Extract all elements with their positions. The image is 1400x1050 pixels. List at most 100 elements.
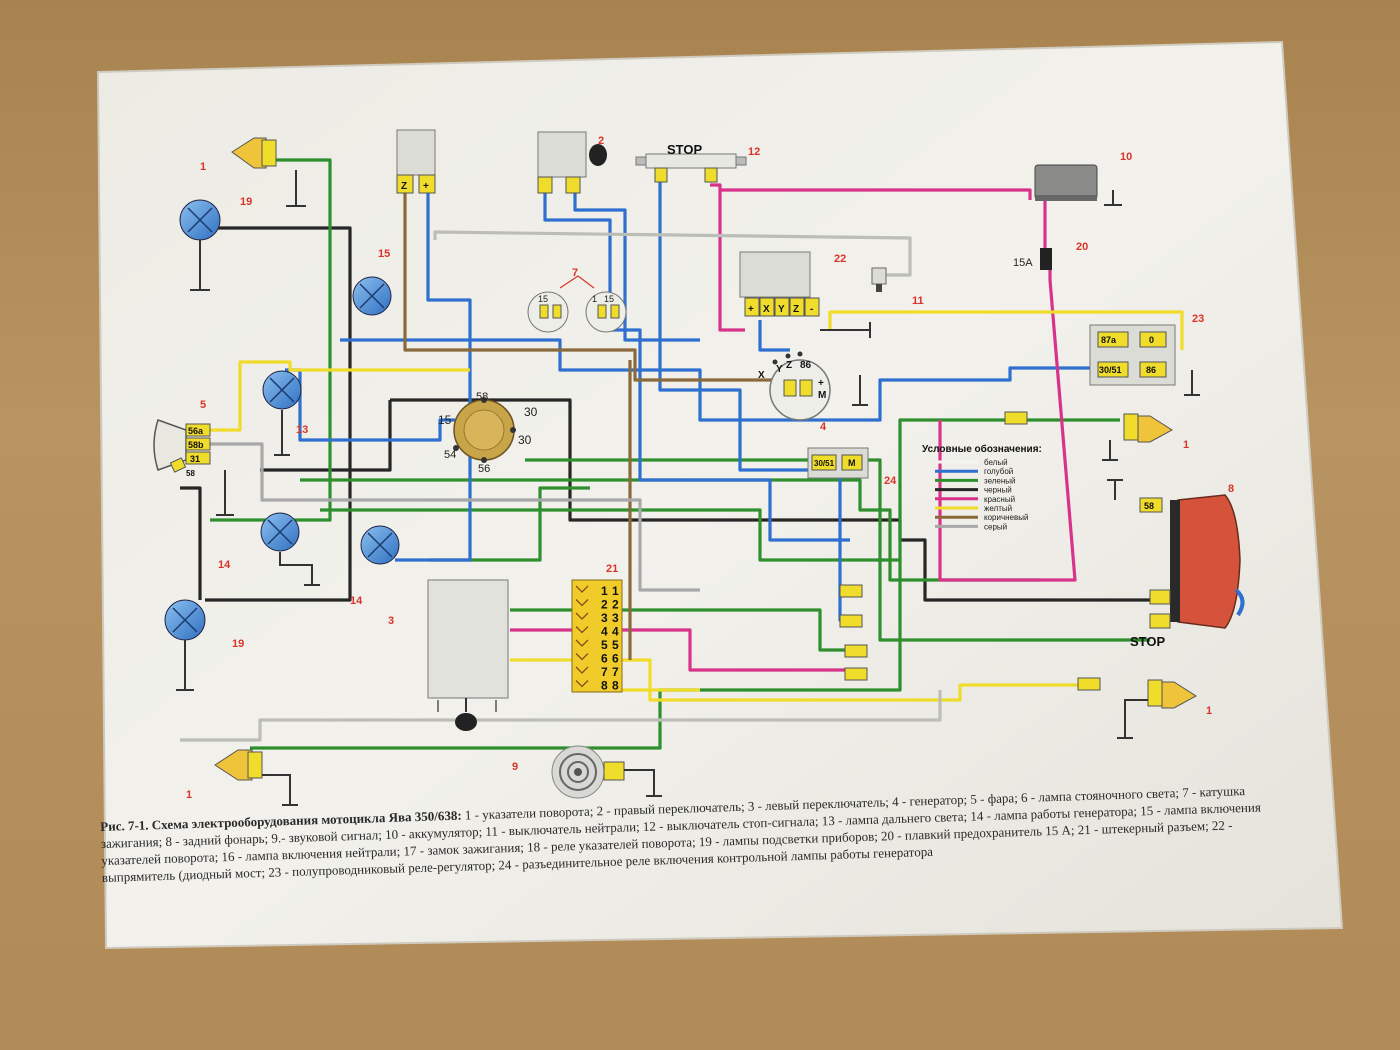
turn-indicator-bottom-left: [214, 749, 298, 806]
wire-green: [510, 608, 860, 652]
label-5: 5: [200, 399, 206, 411]
label-1-right-upper: 1: [1183, 439, 1189, 451]
label-19-top: 19: [240, 196, 252, 208]
label-3051: 30/51: [1099, 365, 1122, 375]
connector-pin-label: 7: [601, 665, 608, 679]
label-4: 4: [820, 421, 827, 433]
label-8: 8: [1228, 483, 1234, 495]
connector-pin-label: 5: [612, 638, 619, 652]
label-58b: 58b: [188, 440, 204, 450]
connector-pin-label: 2: [612, 598, 619, 612]
wire-green: [250, 418, 1120, 750]
legend-item-label: серый: [984, 522, 1007, 531]
connector-pin-marker: [575, 639, 589, 647]
tail-light-8: [1107, 479, 1245, 629]
turn-indicator-right-upper: [1102, 413, 1173, 461]
label-15a: 15A: [1013, 257, 1033, 269]
label-21: 21: [606, 563, 618, 575]
label-r24-m: M: [848, 458, 856, 468]
inline-connectors: [839, 411, 1101, 691]
connector-pin-marker: [575, 666, 589, 674]
headlight-5: [153, 419, 234, 516]
lamp-19-top: [179, 199, 221, 291]
label-sw15b: 15: [604, 294, 614, 304]
legend: Условные обозначения: белыйголубойзелены…: [922, 443, 1042, 531]
label-sw15a: 15: [538, 294, 548, 304]
label-31: 31: [190, 454, 200, 464]
regulator-box-z-plus: [396, 129, 436, 194]
label-plus: +: [423, 181, 429, 192]
legend-item-label: красный: [984, 495, 1015, 504]
label-rect-y: Y: [778, 304, 785, 315]
label-56a: 56a: [188, 426, 204, 436]
label-ign-56: 56: [478, 463, 490, 475]
connector-pin-label: 2: [601, 598, 608, 612]
legend-item-label: желтый: [984, 504, 1012, 513]
label-14-left: 14: [218, 559, 231, 571]
connector-pin-label: 4: [601, 625, 608, 639]
legend-item-label: черный: [984, 486, 1012, 495]
label-ign-30a: 30: [524, 405, 538, 419]
label-gen-y: Y: [776, 364, 783, 375]
lamp-13: [262, 370, 302, 456]
wire-yellow: [828, 310, 1184, 350]
wire-black: [205, 226, 352, 602]
label-11: 11: [912, 295, 924, 307]
label-1-right-lower: 1: [1206, 705, 1212, 717]
label-86: 86: [1146, 365, 1156, 375]
wire-black: [180, 486, 202, 600]
label-ign-15: 15: [438, 413, 452, 427]
label-14-right: 14: [350, 595, 363, 607]
legend-item-label: зеленый: [984, 476, 1016, 485]
turn-indicator-right-lower: [1117, 679, 1197, 739]
label-7: 7: [572, 267, 578, 279]
legend-item-label: голубой: [984, 467, 1013, 476]
wire-white: [433, 230, 912, 277]
connector-pin-marker: [575, 585, 589, 593]
connector-pin-label: 1: [601, 584, 608, 598]
label-rect-plus: +: [748, 304, 754, 315]
label-9: 9: [512, 761, 518, 773]
wire-brown: [403, 190, 800, 382]
label-87a: 87a: [1101, 335, 1117, 345]
wire-red: [720, 188, 1032, 200]
wire-green: [300, 478, 1040, 582]
wire-blue: [285, 368, 455, 442]
connector-pin-label: 6: [612, 652, 619, 666]
connector-pin-label: 5: [601, 638, 608, 652]
label-rect-z: Z: [793, 304, 799, 315]
connector-pin-marker: [575, 680, 589, 688]
wire-yellow: [210, 360, 470, 432]
label-gen-plus: +: [818, 378, 824, 389]
label-23: 23: [1192, 313, 1204, 325]
label-20: 20: [1076, 241, 1088, 253]
label-z: Z: [401, 181, 407, 192]
horn-9: [551, 745, 662, 799]
connector-pin-marker: [575, 612, 589, 620]
label-1-bottom: 1: [186, 789, 192, 801]
connector-pin-label: 7: [612, 665, 619, 679]
label-15: 15: [378, 248, 390, 260]
lamp-14-right: [360, 525, 400, 565]
label-58: 58: [186, 469, 195, 478]
connector-pin-marker: [575, 653, 589, 661]
wire-blue: [340, 338, 1090, 422]
connector-pin-label: 1: [612, 584, 619, 598]
generator-4: [769, 351, 868, 421]
label-10: 10: [1120, 151, 1132, 163]
right-switch-2: [537, 131, 607, 194]
left-switch-3: [427, 579, 509, 731]
fuse-20: [1040, 248, 1052, 270]
connector-pin-marker: [575, 626, 589, 634]
wire-red: [710, 183, 745, 332]
turn-indicator-top-left: [231, 137, 306, 207]
relay-regulator-23: [1089, 324, 1200, 396]
stop-switch-12: [635, 153, 747, 183]
ignition-switch: [453, 397, 516, 463]
legend-item-label: коричневый: [984, 513, 1028, 522]
connector-pin-label: 8: [601, 679, 608, 693]
wire-black: [260, 400, 392, 472]
wire-green: [210, 158, 332, 522]
label-ign-54: 54: [444, 449, 456, 461]
